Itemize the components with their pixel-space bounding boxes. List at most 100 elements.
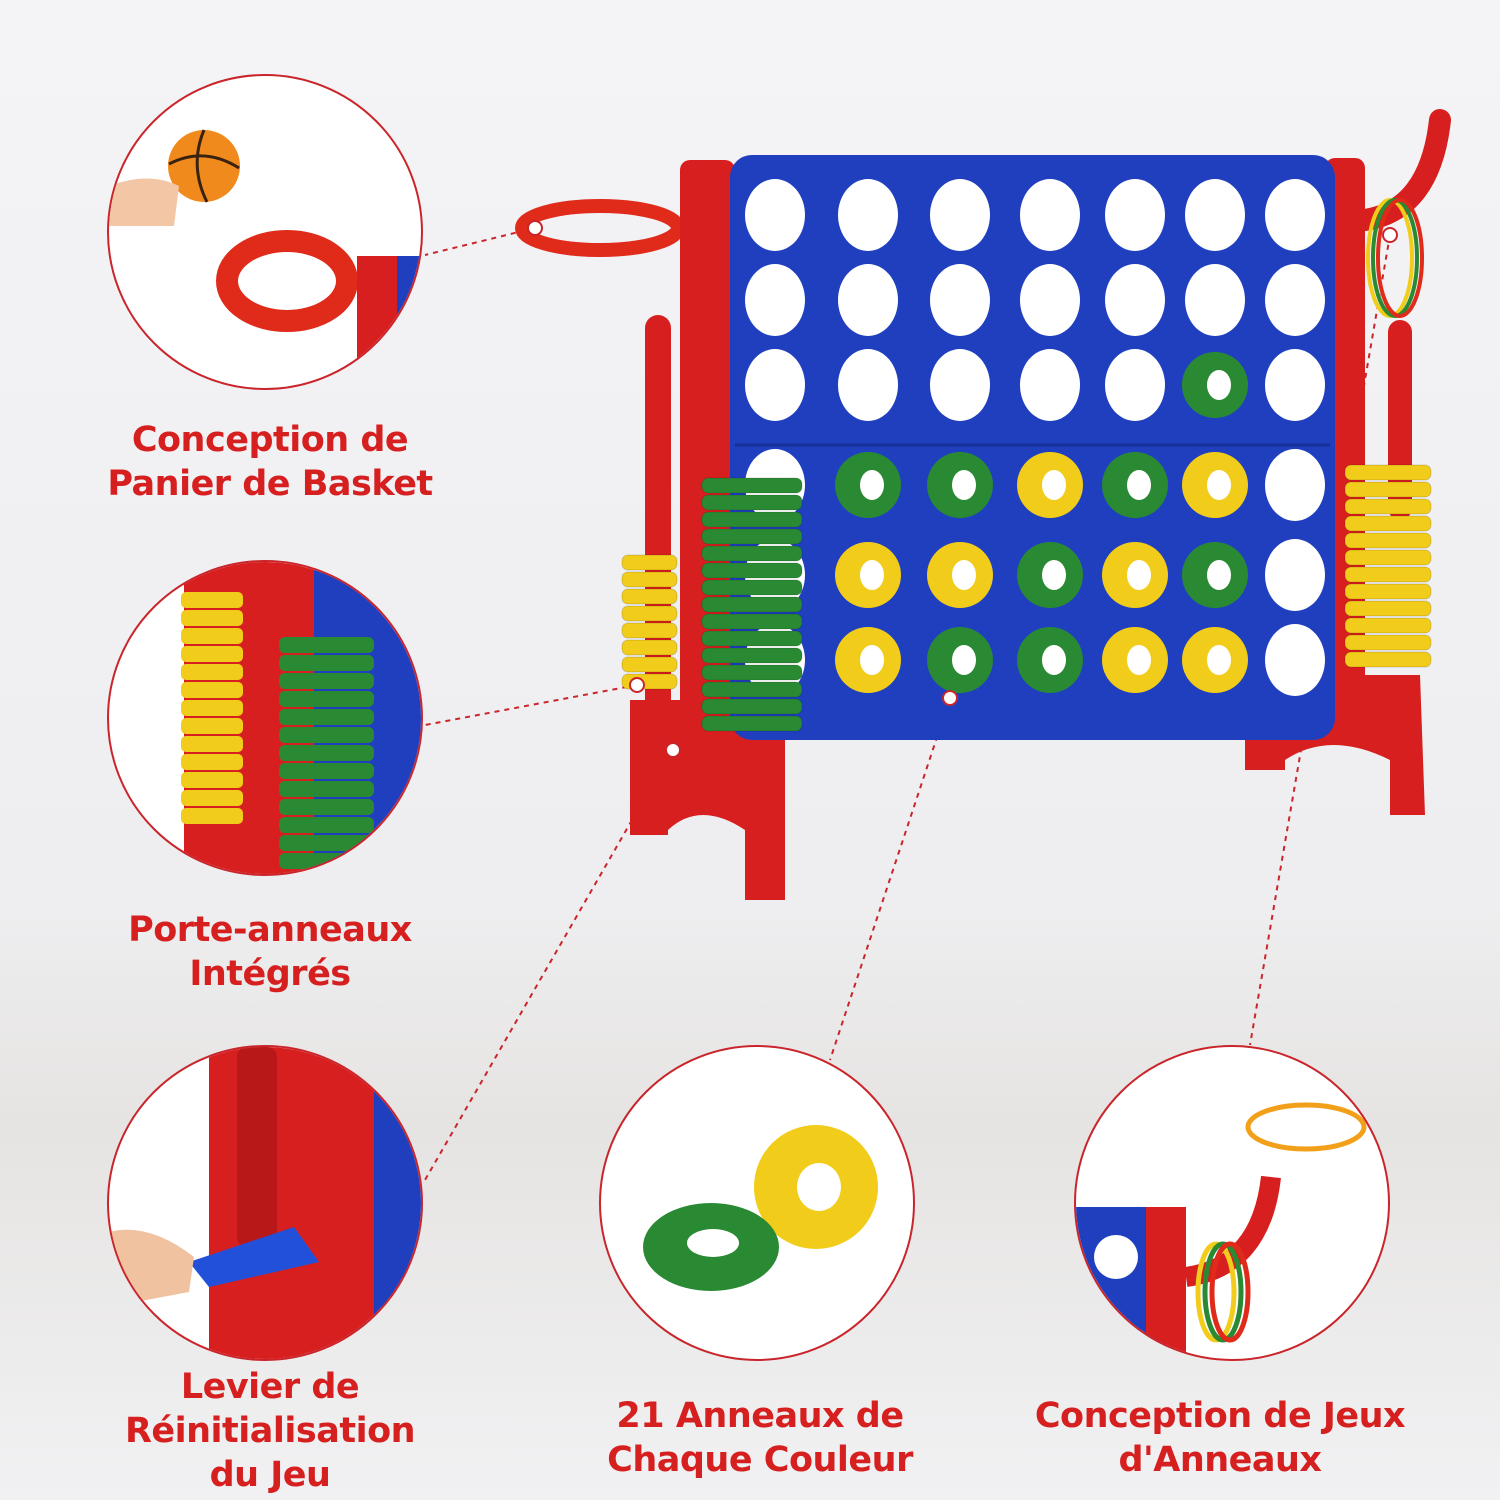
stacked-ring bbox=[701, 681, 803, 698]
feature-label-reset-lever: Levier de Réinitialisation du Jeu bbox=[60, 1365, 480, 1497]
stacked-ring bbox=[181, 700, 243, 716]
ring-stacks bbox=[621, 464, 1432, 732]
board-cell bbox=[1020, 349, 1080, 421]
stacked-ring bbox=[279, 691, 374, 707]
board-cell bbox=[1265, 539, 1325, 611]
basketball-hoop-icon bbox=[109, 129, 421, 388]
callout-dots bbox=[527, 220, 1398, 758]
board-cell bbox=[1102, 452, 1168, 518]
stacked-ring bbox=[701, 562, 803, 579]
stacked-ring bbox=[279, 817, 374, 833]
stacked-ring bbox=[1344, 498, 1432, 515]
stacked-ring bbox=[181, 610, 243, 626]
feature-circle-rings bbox=[599, 1045, 915, 1361]
board-cell bbox=[1185, 264, 1245, 336]
label-line: Levier de bbox=[180, 1367, 360, 1407]
stacked-ring bbox=[279, 727, 374, 743]
label-line: Porte-anneaux bbox=[128, 910, 412, 950]
stacked-ring bbox=[1344, 651, 1432, 668]
stacked-ring bbox=[1344, 600, 1432, 617]
board-cell bbox=[1105, 179, 1165, 251]
stacked-ring bbox=[701, 698, 803, 715]
board-cell bbox=[930, 179, 990, 251]
board-cell bbox=[838, 349, 898, 421]
stacked-ring bbox=[181, 808, 243, 824]
stacked-ring bbox=[181, 646, 243, 662]
board-cell bbox=[835, 542, 901, 608]
board-cell bbox=[838, 179, 898, 251]
board-cell bbox=[1265, 179, 1325, 251]
ring-toss-icon bbox=[1076, 1102, 1367, 1359]
board-cell bbox=[930, 264, 990, 336]
stacked-ring bbox=[279, 781, 374, 797]
board-cell bbox=[930, 349, 990, 421]
stacked-ring bbox=[181, 772, 243, 788]
label-line: Conception de Jeux bbox=[1034, 1396, 1406, 1436]
stacked-ring bbox=[701, 477, 803, 494]
board-cell bbox=[1182, 627, 1248, 693]
stacked-ring bbox=[1344, 566, 1432, 583]
stacked-ring bbox=[1344, 583, 1432, 600]
board-cell bbox=[1182, 352, 1248, 418]
feature-label-ring-toss: Conception de Jeux d'Anneaux bbox=[1000, 1394, 1440, 1482]
stacked-ring bbox=[621, 571, 678, 588]
feature-circle-ring-toss bbox=[1074, 1045, 1390, 1361]
stacked-ring bbox=[1344, 549, 1432, 566]
stacked-ring bbox=[701, 664, 803, 681]
board-cell bbox=[1185, 179, 1245, 251]
board-cell bbox=[745, 179, 805, 251]
board-cell bbox=[1105, 264, 1165, 336]
stacked-ring bbox=[279, 673, 374, 689]
stacked-ring bbox=[1344, 634, 1432, 651]
stacked-ring bbox=[279, 709, 374, 725]
feature-circle-reset-lever bbox=[107, 1045, 423, 1361]
ring-holder-icon bbox=[181, 562, 421, 874]
board-cell bbox=[1265, 449, 1325, 521]
board-cell bbox=[1265, 624, 1325, 696]
label-line: d'Anneaux bbox=[1118, 1440, 1322, 1480]
label-line: Panier de Basket bbox=[107, 464, 433, 504]
board-cell bbox=[745, 349, 805, 421]
stacked-ring bbox=[621, 622, 678, 639]
board-cell bbox=[927, 452, 993, 518]
board-cell bbox=[927, 627, 993, 693]
board-cell bbox=[1182, 452, 1248, 518]
stacked-ring bbox=[181, 664, 243, 680]
rings-icon bbox=[643, 1125, 878, 1291]
stacked-ring bbox=[701, 511, 803, 528]
stacked-ring bbox=[181, 754, 243, 770]
stacked-ring bbox=[279, 835, 374, 851]
stacked-ring bbox=[279, 637, 374, 653]
stacked-ring bbox=[701, 494, 803, 511]
stacked-ring bbox=[701, 528, 803, 545]
stacked-ring bbox=[701, 630, 803, 647]
basketball-hoop bbox=[515, 199, 685, 257]
board-cell bbox=[927, 542, 993, 608]
stacked-ring bbox=[279, 745, 374, 761]
stacked-ring bbox=[701, 579, 803, 596]
board-cell bbox=[1102, 542, 1168, 608]
board-cell bbox=[1102, 627, 1168, 693]
stacked-ring bbox=[701, 647, 803, 664]
label-line: Réinitialisation bbox=[124, 1411, 416, 1451]
stacked-ring bbox=[621, 639, 678, 656]
stacked-ring bbox=[181, 790, 243, 806]
label-line: Intégrés bbox=[189, 954, 351, 994]
board-cell bbox=[1020, 179, 1080, 251]
stacked-ring bbox=[621, 605, 678, 622]
feature-label-rings: 21 Anneaux de Chaque Couleur bbox=[550, 1394, 970, 1482]
stacked-ring bbox=[181, 718, 243, 734]
feature-label-ring-holders: Porte-anneaux Intégrés bbox=[60, 908, 480, 996]
stacked-ring bbox=[279, 799, 374, 815]
label-line: du Jeu bbox=[209, 1455, 331, 1495]
board-cell bbox=[1020, 264, 1080, 336]
board-cell bbox=[835, 452, 901, 518]
board-cell bbox=[1265, 349, 1325, 421]
stacked-ring bbox=[1344, 515, 1432, 532]
label-line: Conception de bbox=[131, 420, 409, 460]
stacked-ring bbox=[1344, 481, 1432, 498]
feature-circle-ring-holders bbox=[107, 560, 423, 876]
board-cell bbox=[745, 264, 805, 336]
stacked-ring bbox=[1344, 532, 1432, 549]
